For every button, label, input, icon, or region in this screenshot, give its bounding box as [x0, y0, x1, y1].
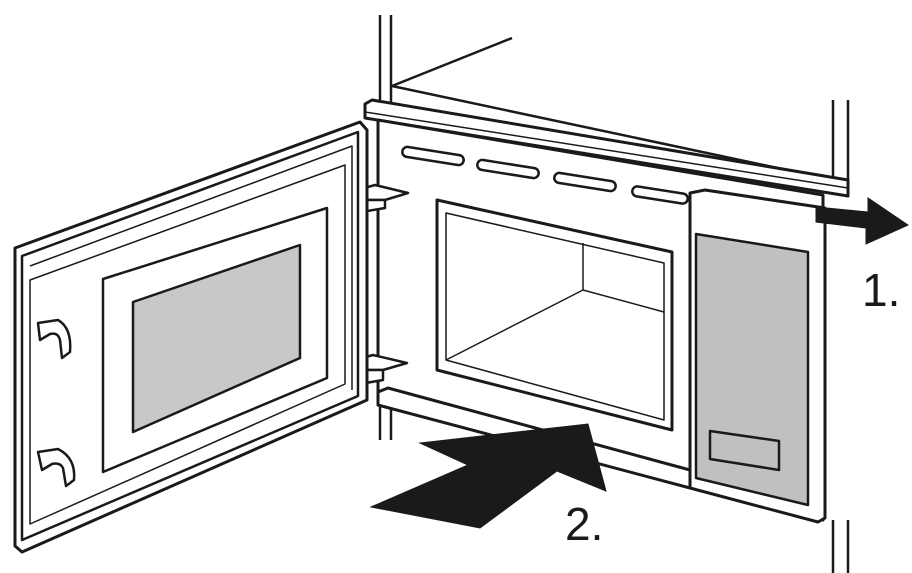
vent-slots	[401, 145, 689, 205]
door-window-glass	[131, 243, 302, 434]
vent-slot	[401, 145, 465, 167]
vent-slot	[553, 171, 617, 193]
step-label-2: 2.	[565, 498, 603, 550]
step-label-1: 1.	[862, 264, 900, 316]
display-window	[708, 429, 781, 472]
latch-hook-top	[36, 318, 72, 360]
oven-cavity	[435, 198, 674, 432]
arrow-push-in	[369, 423, 607, 529]
latch-hook-bottom	[36, 447, 76, 488]
arrow-pull-right	[815, 197, 910, 245]
control-panel	[688, 188, 827, 524]
vent-slot	[476, 158, 540, 180]
oven-door	[13, 120, 369, 554]
vent-slot	[631, 185, 689, 205]
